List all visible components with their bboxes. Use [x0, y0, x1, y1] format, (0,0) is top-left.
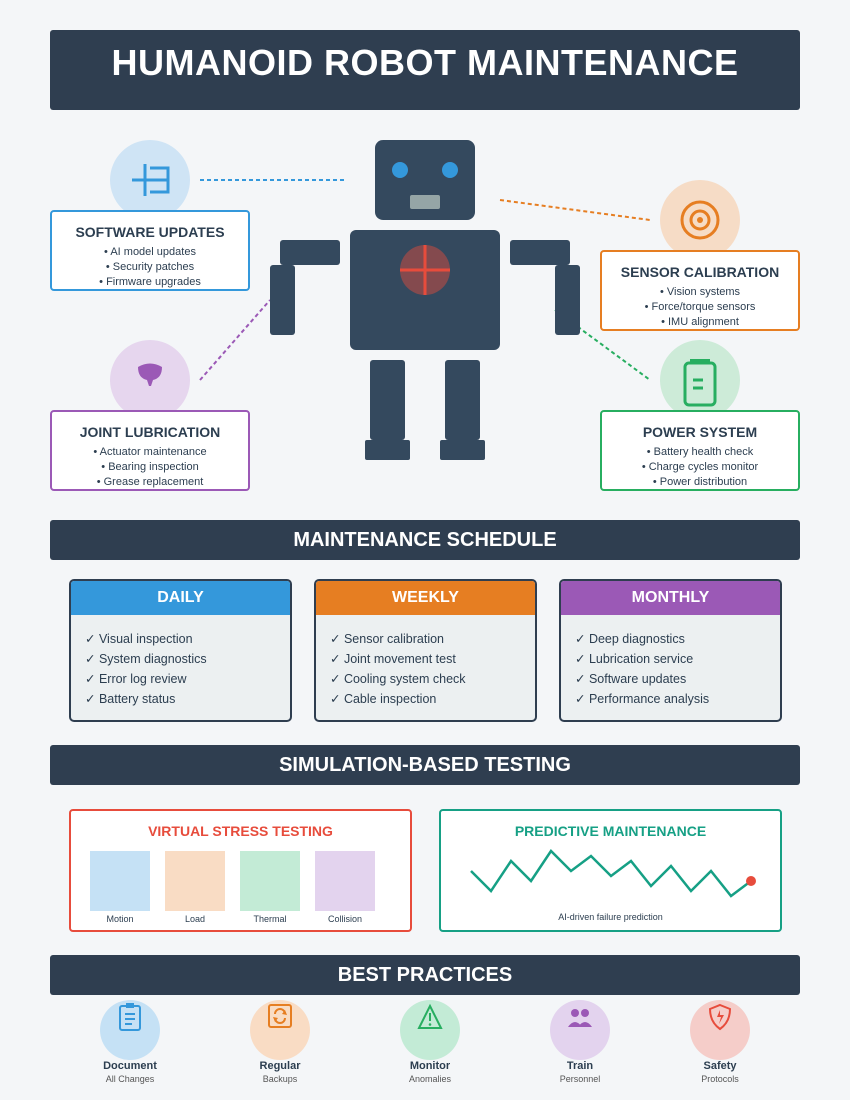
card-item: • Power distribution [652, 476, 748, 488]
practice-name: Safety [703, 1060, 737, 1072]
practice-sub: Personnel [559, 1074, 601, 1084]
predictive-maintenance-panel: PREDICTIVE MAINTENANCE AI-driven failure… [439, 809, 782, 932]
practice-sub: Protocols [701, 1074, 739, 1084]
schedule-header: MONTHLY [561, 581, 780, 615]
target-icon [660, 180, 740, 260]
software-updates-card: SOFTWARE UPDATES • AI model updates • Se… [50, 210, 250, 291]
collision-test-box [315, 851, 375, 911]
robot-head [375, 140, 475, 220]
card-item: • Battery health check [646, 446, 754, 458]
joint-connector [199, 299, 271, 381]
schedule-item: ✓ Deep diagnostics [575, 632, 685, 646]
practice-monitor: Monitor Anomalies [370, 1000, 490, 1086]
card-item: • Charge cycles monitor [641, 461, 759, 473]
robot-eye-right [442, 162, 458, 178]
practice-sub: All Changes [105, 1074, 155, 1084]
card-item: • Force/torque sensors [644, 301, 756, 313]
simulation-heading: SIMULATION-BASED TESTING [50, 745, 800, 785]
schedule-header: DAILY [71, 581, 290, 615]
schedule-header: WEEKLY [316, 581, 535, 615]
backup-icon [250, 1000, 310, 1060]
prediction-line [470, 849, 752, 898]
test-label: Thermal [253, 914, 287, 924]
schedule-item: ✓ System diagnostics [85, 652, 207, 666]
schedule-item: ✓ Battery status [85, 692, 176, 706]
warning-icon [400, 1000, 460, 1060]
motion-test-box [90, 851, 150, 911]
schedule-daily: DAILY ✓ Visual inspection ✓ System diagn… [69, 579, 292, 722]
oil-drop-icon [110, 340, 190, 420]
best-practices-heading: BEST PRACTICES [50, 955, 800, 995]
practice-train: Train Personnel [520, 1000, 640, 1086]
card-item: • Vision systems [659, 286, 741, 298]
robot-forearm-right [555, 265, 580, 335]
robot-foot-left [365, 440, 410, 460]
joint-lubrication-card: JOINT LUBRICATION • Actuator maintenance… [50, 410, 250, 491]
practice-name: Regular [259, 1060, 301, 1072]
test-label: Collision [327, 914, 362, 924]
people-icon [550, 1000, 610, 1060]
schedule-monthly: MONTHLY ✓ Deep diagnostics ✓ Lubrication… [559, 579, 782, 722]
robot-leg-left [370, 360, 405, 440]
schedule-item: ✓ Cable inspection [330, 692, 437, 706]
load-test-box [165, 851, 225, 911]
predictive-title: PREDICTIVE MAINTENANCE [514, 823, 707, 839]
stress-testing-title: VIRTUAL STRESS TESTING [148, 823, 333, 839]
card-item: • IMU alignment [661, 316, 739, 328]
schedule-item: ✓ Lubrication service [575, 652, 694, 666]
test-label: Motion [106, 914, 134, 924]
failure-point-marker [746, 876, 756, 886]
practice-sub: Backups [262, 1074, 298, 1084]
card-item: • Firmware upgrades [99, 276, 201, 288]
practice-safety: Safety Protocols [660, 1000, 780, 1086]
sensor-calibration-card: SENSOR CALIBRATION • Vision systems • Fo… [600, 250, 800, 331]
robot-diagram [199, 140, 651, 460]
card-item: • AI model updates [104, 246, 196, 258]
robot-foot-right [440, 440, 485, 460]
prediction-waveform [470, 849, 756, 898]
practice-sub: Anomalies [408, 1074, 452, 1084]
power-system-card: POWER SYSTEM • Battery health check • Ch… [600, 410, 800, 491]
clipboard-icon [100, 1000, 160, 1060]
test-label: Load [184, 914, 206, 924]
predictive-caption: AI-driven failure prediction [558, 912, 663, 922]
shield-icon [690, 1000, 750, 1060]
card-title: POWER SYSTEM [642, 424, 758, 440]
card-title: SENSOR CALIBRATION [620, 264, 780, 280]
schedule-item: ✓ Performance analysis [575, 692, 710, 706]
robot-upper-arm-right [510, 240, 570, 265]
schedule-item: ✓ Visual inspection [85, 632, 193, 646]
practice-backups: Regular Backups [220, 1000, 340, 1086]
practice-document: Document All Changes [70, 1000, 190, 1086]
schedule-item: ✓ Joint movement test [330, 652, 456, 666]
robot-mouth [410, 195, 440, 209]
schedule-item: ✓ Error log review [85, 672, 187, 686]
power-connector [554, 309, 651, 381]
practice-name: Document [103, 1060, 157, 1072]
battery-icon [660, 340, 740, 420]
schedule-item: ✓ Sensor calibration [330, 632, 445, 646]
schedule-heading: MAINTENANCE SCHEDULE [50, 520, 800, 560]
schedule-item: ✓ Software updates [575, 672, 687, 686]
software-update-icon [110, 140, 190, 220]
practice-name: Train [566, 1060, 594, 1072]
card-title: SOFTWARE UPDATES [75, 224, 225, 240]
card-item: • Actuator maintenance [93, 446, 207, 458]
card-item: • Bearing inspection [101, 461, 199, 473]
card-title: JOINT LUBRICATION [79, 424, 221, 440]
practice-name: Monitor [409, 1060, 451, 1072]
schedule-weekly: WEEKLY ✓ Sensor calibration ✓ Joint move… [314, 579, 537, 722]
robot-leg-right [445, 360, 480, 440]
page-title: HUMANOID ROBOT MAINTENANCE [50, 30, 800, 110]
robot-upper-arm-left [280, 240, 340, 265]
stress-testing-panel: VIRTUAL STRESS TESTING Motion Load Therm… [69, 809, 412, 932]
robot-eye-left [392, 162, 408, 178]
schedule-item: ✓ Cooling system check [330, 672, 466, 686]
robot-forearm-left [270, 265, 295, 335]
card-item: • Grease replacement [96, 476, 204, 488]
card-item: • Security patches [105, 261, 195, 273]
thermal-test-box [240, 851, 300, 911]
sensor-connector [499, 199, 651, 221]
